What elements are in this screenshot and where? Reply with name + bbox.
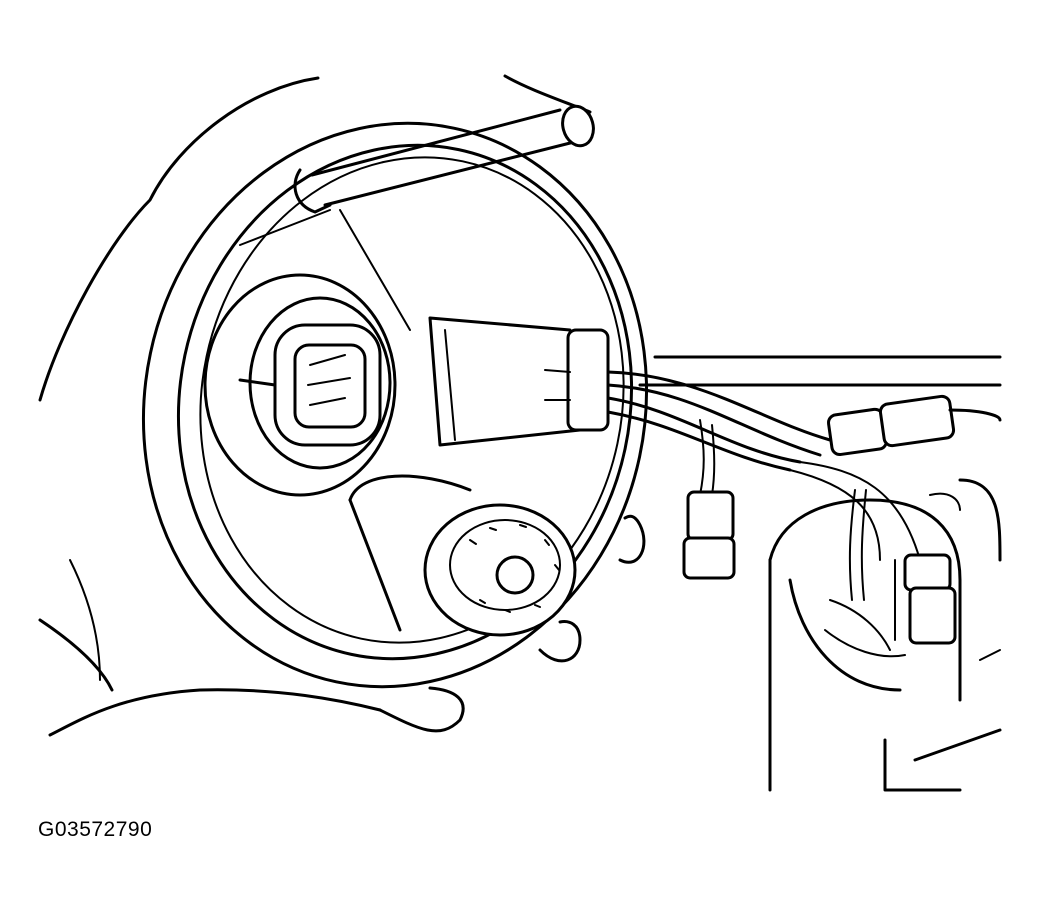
wiring-connector-main <box>428 316 610 447</box>
tank-module-connector <box>848 489 957 645</box>
level-sensor <box>348 474 577 637</box>
harness-connector-right <box>827 394 1002 457</box>
fuel-tank-opening <box>768 478 1002 792</box>
figure-id-label: G03572790 <box>38 818 153 841</box>
electrical-socket <box>203 273 397 497</box>
vehicle-body-edge <box>638 355 1002 387</box>
module-flange <box>141 121 649 689</box>
technician-hand <box>38 74 646 737</box>
fuel-tube <box>239 104 595 331</box>
wire-harness <box>606 370 921 561</box>
inline-connector-small <box>682 490 736 580</box>
